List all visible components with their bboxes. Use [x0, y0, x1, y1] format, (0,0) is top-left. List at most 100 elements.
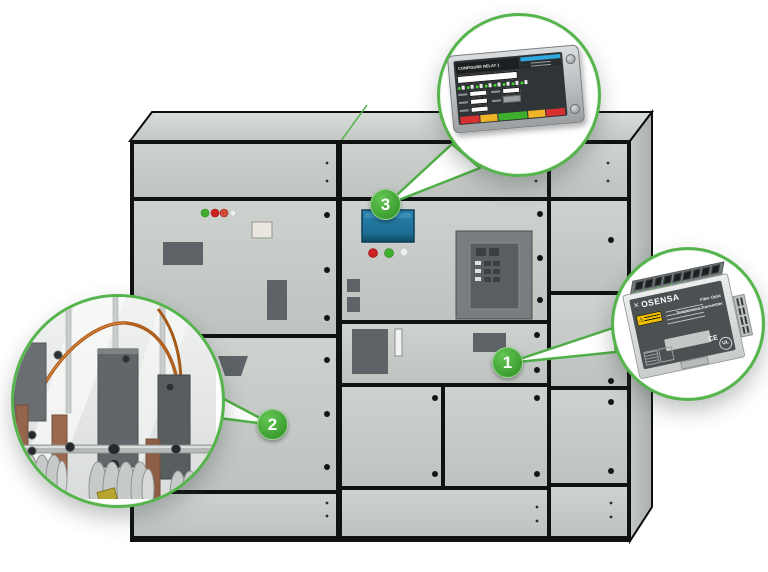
screw [325, 161, 329, 165]
small-switch[interactable] [347, 279, 360, 292]
relay-button[interactable] [476, 248, 486, 256]
indicator-light-white [399, 247, 409, 257]
screw [325, 514, 329, 518]
screw [325, 501, 329, 505]
label-plate [163, 242, 203, 265]
status-segment-warn-low [479, 113, 498, 123]
screw [609, 501, 613, 505]
hmi-input[interactable] [470, 105, 489, 114]
small-switch[interactable] [347, 297, 360, 312]
protection-relay-panel [455, 230, 533, 320]
busbar-detail-render [14, 297, 216, 499]
bolt [171, 444, 181, 454]
screw [606, 161, 610, 165]
status-segment-alarm-high [546, 107, 566, 117]
panel-mid-plinth [342, 490, 547, 536]
callout-badge-1: 1 [492, 347, 523, 378]
spec-box [657, 346, 675, 363]
bracket-edge [98, 349, 138, 354]
screw [324, 464, 330, 470]
screw [537, 297, 543, 303]
screw [324, 411, 330, 417]
status-segment-warn-high [527, 109, 546, 119]
bolt [121, 354, 131, 364]
door-slot-handle[interactable] [394, 328, 403, 357]
insulator-stack [88, 461, 155, 499]
hmi-form-right [491, 86, 522, 111]
hmi-input[interactable] [501, 86, 521, 95]
callout-circle-busbar [11, 294, 225, 508]
screw [432, 395, 438, 401]
hmi-side-menu [520, 54, 562, 69]
screw [534, 471, 540, 477]
hmi-input[interactable] [469, 89, 488, 98]
panel-left-plinth [134, 494, 336, 536]
hmi-screen[interactable]: CONFIGURE RELAY 1 TEST [453, 51, 568, 126]
screw [534, 395, 540, 401]
ul-mark: UL [718, 335, 734, 352]
status-segment-alarm-low [460, 115, 480, 124]
callout-circle-module: ✕ OSENSA Fiber Optic Temperature Transmi… [611, 247, 765, 401]
indicator-light-red [368, 248, 378, 258]
bolt [27, 446, 37, 456]
indicator-light-white [229, 209, 237, 217]
pushbutton-beige[interactable] [251, 221, 273, 239]
relay-key[interactable] [493, 261, 500, 266]
screw [324, 267, 330, 273]
panel-right-plinth [551, 487, 627, 536]
screw [608, 399, 614, 405]
brass-fitting [96, 487, 118, 499]
screw [537, 255, 543, 261]
screw [608, 378, 614, 384]
hmi-touch-panel: CONFIGURE RELAY 1 TEST [446, 44, 586, 134]
bolt [27, 430, 37, 440]
screw [534, 332, 540, 338]
insulator-stack [14, 454, 68, 499]
indicator-light-green [200, 208, 210, 218]
top-face-green-seam [337, 104, 368, 146]
indicator-light-red [219, 208, 229, 218]
panel-mid-lower-door-right [445, 387, 547, 486]
nameplate [473, 333, 506, 352]
relay-key[interactable] [484, 277, 491, 282]
door-vent [218, 356, 248, 376]
callout-circle-display: CONFIGURE RELAY 1 TEST [437, 13, 601, 177]
hmi-screen-title: CONFIGURE RELAY 1 [457, 62, 500, 71]
screw [324, 357, 330, 363]
relay-key[interactable] [493, 277, 500, 282]
screw [606, 179, 610, 183]
panel-right-upper [551, 201, 627, 291]
indicator-light-red [210, 208, 220, 218]
relay-key[interactable] [484, 269, 491, 274]
callout-badge-3: 3 [370, 189, 401, 220]
relay-button[interactable] [489, 248, 499, 256]
hmi-input[interactable] [469, 97, 489, 106]
panel-right-lower [551, 390, 627, 483]
screw [535, 519, 539, 523]
relay-led [475, 277, 481, 281]
panel-mid-lower-door-left [342, 387, 441, 486]
screw [534, 367, 540, 373]
hmi-form-left [458, 89, 489, 114]
ce-mark: CE [707, 334, 719, 344]
screw [608, 468, 614, 474]
callout-badge-2: 2 [257, 409, 288, 440]
callout-wedge-module [506, 326, 618, 365]
screw [324, 212, 330, 218]
handle-recess[interactable] [267, 280, 287, 320]
screw [609, 515, 613, 519]
screw [537, 211, 543, 217]
screw [534, 179, 538, 183]
spec-box [643, 349, 660, 366]
relay-key[interactable] [484, 261, 491, 266]
busbar-bracket [157, 374, 191, 480]
hmi-bezel-button[interactable] [565, 53, 577, 65]
hmi-bezel-button[interactable] [569, 103, 581, 115]
relay-led [475, 261, 481, 265]
relay-key[interactable] [493, 269, 500, 274]
hmi-ok-button[interactable] [502, 94, 522, 104]
bolt [108, 443, 120, 455]
brand-mark-icon: ✕ [632, 300, 641, 310]
screw [324, 315, 330, 321]
